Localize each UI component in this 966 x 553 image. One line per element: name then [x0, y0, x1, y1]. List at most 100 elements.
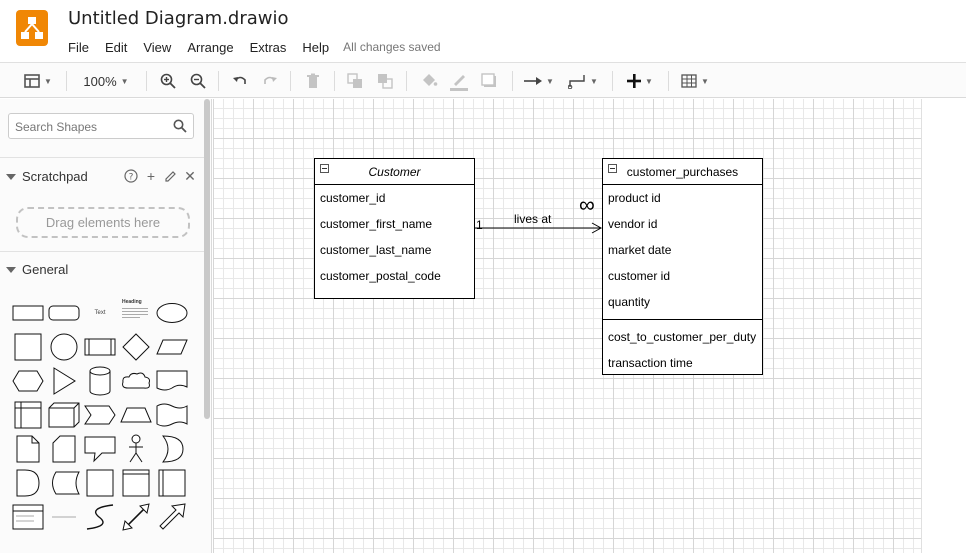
table-divider: [603, 319, 762, 320]
bidirectional-arrow-shape[interactable]: [118, 500, 154, 534]
table-row[interactable]: customer id: [608, 269, 671, 283]
menu-file[interactable]: File: [68, 39, 89, 55]
search-box: [8, 113, 194, 139]
scratchpad-drop-zone[interactable]: Drag elements here: [16, 207, 190, 238]
zoom-out-button[interactable]: [188, 69, 208, 93]
step-shape[interactable]: [82, 398, 118, 432]
fill-color-button[interactable]: [418, 69, 440, 93]
close-icon[interactable]: ✕: [184, 167, 196, 184]
table-row[interactable]: cost_to_customer_per_duty: [608, 330, 757, 344]
drawio-logo-icon[interactable]: [16, 10, 48, 46]
shadow-button[interactable]: [478, 69, 500, 93]
redo-button[interactable]: [260, 69, 280, 93]
shapes-sidebar: Scratchpad ? + ✕ Drag elements here Gene…: [0, 99, 212, 553]
scratchpad-header[interactable]: Scratchpad: [6, 169, 88, 184]
insert-button[interactable]: ▼: [622, 69, 658, 93]
cylinder-shape[interactable]: [82, 364, 118, 398]
customer-purchases-table[interactable]: customer_purchases product id vendor id …: [602, 158, 763, 375]
card-shape[interactable]: [46, 432, 82, 466]
edit-icon[interactable]: [164, 170, 177, 183]
cube-shape[interactable]: [46, 398, 82, 432]
line-color-button[interactable]: [448, 69, 470, 93]
trapezoid-shape[interactable]: [118, 398, 154, 432]
callout-shape[interactable]: [82, 432, 118, 466]
chevron-down-icon: ▼: [590, 76, 598, 86]
section-divider: [0, 157, 204, 158]
tape-shape[interactable]: [154, 398, 190, 432]
hexagon-shape[interactable]: [10, 364, 46, 398]
undo-button[interactable]: [230, 69, 250, 93]
note-shape[interactable]: [10, 432, 46, 466]
diagram-canvas[interactable]: [213, 99, 921, 553]
menu-edit[interactable]: Edit: [104, 39, 128, 55]
document-shape[interactable]: [154, 364, 190, 398]
table-row[interactable]: market date: [608, 243, 672, 257]
parallelogram-shape[interactable]: [154, 330, 190, 364]
collapse-toggle-icon[interactable]: [608, 164, 617, 173]
process-shape[interactable]: [82, 330, 118, 364]
sidebar-scrollbar[interactable]: [204, 99, 210, 419]
customer-table-header[interactable]: Customer: [315, 159, 474, 185]
rectangle-shape[interactable]: [10, 296, 46, 330]
table-row[interactable]: transaction time: [608, 356, 693, 370]
ellipse-shape[interactable]: [154, 296, 190, 330]
circle-shape[interactable]: [46, 330, 82, 364]
actor-shape[interactable]: [118, 432, 154, 466]
table-row[interactable]: customer_last_name: [320, 243, 432, 257]
list-item-shape[interactable]: [46, 500, 82, 534]
square-shape[interactable]: [10, 330, 46, 364]
internal-storage-shape[interactable]: [10, 398, 46, 432]
text-shape[interactable]: Text: [82, 296, 118, 330]
diamond-shape[interactable]: [118, 330, 154, 364]
curve-shape[interactable]: [82, 500, 118, 534]
table-row[interactable]: quantity: [608, 295, 651, 309]
target-cardinality[interactable]: ∞: [579, 192, 595, 217]
table-row[interactable]: vendor id: [608, 217, 658, 231]
square-shape[interactable]: [82, 466, 118, 500]
collapse-triangle-icon: [6, 266, 16, 273]
vertical-container-shape[interactable]: [154, 466, 190, 500]
rounded-rectangle-shape[interactable]: [46, 296, 82, 330]
triangle-shape[interactable]: [46, 364, 82, 398]
menu-arrange[interactable]: Arrange: [187, 39, 234, 55]
search-input[interactable]: [15, 119, 165, 135]
waypoints-button[interactable]: ▼: [566, 69, 600, 93]
customer-purchases-table-header[interactable]: customer_purchases: [603, 159, 762, 185]
to-back-button[interactable]: [374, 69, 396, 93]
zoom-in-button[interactable]: [158, 69, 178, 93]
table-row[interactable]: customer_postal_code: [320, 269, 441, 283]
collapse-toggle-icon[interactable]: [320, 164, 329, 173]
table-row[interactable]: customer_first_name: [320, 217, 433, 231]
container-shape[interactable]: [118, 466, 154, 500]
data-storage-shape[interactable]: [46, 466, 82, 500]
zoom-select[interactable]: 100% ▼: [78, 69, 134, 93]
table-row[interactable]: customer_id: [320, 191, 386, 205]
customer-table[interactable]: Customer customer_id customer_first_name…: [314, 158, 475, 299]
chevron-down-icon: ▼: [44, 76, 52, 86]
toolbar-divider: [512, 71, 513, 91]
table-row[interactable]: product id: [608, 191, 661, 205]
source-cardinality[interactable]: 1: [476, 218, 483, 232]
heading-textbox-shape[interactable]: Heading: [118, 296, 154, 330]
add-icon[interactable]: +: [146, 168, 156, 184]
delay-shape[interactable]: [10, 466, 46, 500]
help-icon[interactable]: ?: [124, 169, 138, 183]
toolbar-divider: [668, 71, 669, 91]
general-header[interactable]: General: [6, 262, 68, 277]
edge-label[interactable]: lives at: [514, 212, 552, 226]
menu-help[interactable]: Help: [302, 39, 330, 55]
to-front-button[interactable]: [344, 69, 366, 93]
format-panel-button[interactable]: ▼: [20, 69, 56, 93]
connection-style-button[interactable]: ▼: [522, 69, 556, 93]
arrow-shape[interactable]: [154, 500, 190, 534]
or-shape[interactable]: [154, 432, 190, 466]
search-icon[interactable]: [173, 119, 187, 133]
menu-extras[interactable]: Extras: [249, 39, 287, 55]
delete-button[interactable]: [302, 69, 324, 93]
table-button[interactable]: ▼: [678, 69, 712, 93]
list-shape[interactable]: [10, 500, 46, 534]
menu-view[interactable]: View: [143, 39, 172, 55]
cloud-shape[interactable]: [118, 364, 154, 398]
zoom-value: 100%: [83, 73, 117, 89]
document-title[interactable]: Untitled Diagram.drawio: [68, 8, 289, 29]
